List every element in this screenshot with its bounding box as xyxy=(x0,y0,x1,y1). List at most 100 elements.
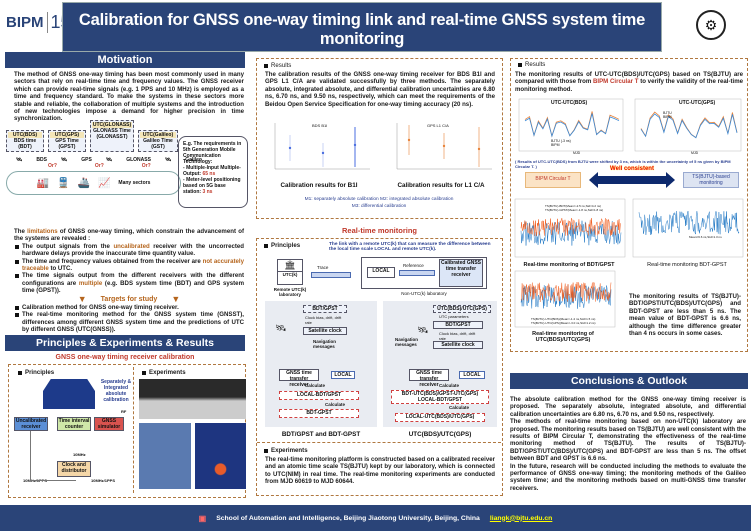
legend-item: TS(BJTU)-UTC(GPS)(Mean=-3.0 ns,Std=1.2 n… xyxy=(531,320,596,325)
system-bds: UTC(BDS)BDS time (BDT) xyxy=(6,130,44,152)
legend: BDS B1I xyxy=(312,123,328,128)
gnss-simulator-box: GNSS simulator xyxy=(94,417,124,431)
x-axis-label: MJD xyxy=(573,151,581,155)
motivation-intro: The method of GNSS one-way timing has be… xyxy=(14,71,244,123)
double-arrow-icon xyxy=(589,172,675,188)
legend-item: TS(BJTU)-BDT(Mean=-2.5 ns,Std=4.2 ns) xyxy=(545,204,602,208)
time-label: GPS Time (GPST) xyxy=(55,138,79,150)
utc-label: UTC(GPS) xyxy=(50,132,84,138)
many-sectors-label: Many sectors xyxy=(118,180,151,186)
satellite-icon: 🛰 xyxy=(164,157,172,163)
callout-value: 3 ns xyxy=(202,189,213,195)
point xyxy=(353,143,357,147)
diagram-box: LOCAL-BDT/GPST xyxy=(279,391,359,400)
system-glonass: UTC(GLONASS)GLONASS Time (GLONASST) xyxy=(90,120,134,152)
realtime-box: Principles The link with a remote UTC(k)… xyxy=(256,238,503,496)
tsbjtu-monitoring-box: TS(BJTU)-based monitoring xyxy=(683,172,739,188)
utc-label: UTC(GLONASS) xyxy=(92,122,132,128)
diagram-caption: UTC(BDS)/UTC(GPS) xyxy=(408,431,472,438)
diagram-box: UTC(BDS)/UTC(GPS) xyxy=(433,305,491,313)
targets-label: Targets for study xyxy=(100,295,158,303)
arrow-down-icon: ▼ xyxy=(77,293,87,304)
sectors-cloud: 🏭🚆🚢📈 Many sectors xyxy=(6,171,181,195)
trace-label: Trace xyxy=(317,265,329,270)
ship-icon: 🚢 xyxy=(77,177,90,189)
remote-lab-label: Remote UTC(k) laboratory xyxy=(273,287,307,297)
monitoring-summary: The monitoring results of TS(BJTU)-BDT/G… xyxy=(629,293,741,338)
calibrated-receiver-box: Calibrated GNSS time transfer receiver xyxy=(439,259,483,287)
text: The time and frequency values obtained f… xyxy=(22,257,203,265)
legend-item: TS(BJTU)-GPST(Mean=-1.8 ns,Std=1.8 ns) xyxy=(545,207,604,212)
chart-title: UTC-UTC(GPS) xyxy=(679,100,716,106)
utck-label: UTC(k) xyxy=(278,271,302,277)
chamber-photo xyxy=(139,423,191,489)
chart-title: UTC-UTC(BDS) xyxy=(551,100,588,106)
callout-item: Meter-level positioning based on 5G base… xyxy=(183,177,241,195)
point xyxy=(442,144,446,148)
diagram-label: Navigation messages xyxy=(395,337,419,347)
motivation-heading: Motivation xyxy=(5,52,245,68)
shift-note: ( Results of UTC-UTC(BDS) from BJTU were… xyxy=(515,159,731,169)
local-box: LOCAL xyxy=(367,267,395,278)
text: The xyxy=(14,228,28,235)
diagram-label: Navigation messages xyxy=(313,339,337,349)
reference-label: Reference xyxy=(403,263,424,268)
satellite-icon: 🛰 xyxy=(275,323,287,333)
sat-label: GPS xyxy=(81,157,92,163)
nonutc-lab-box xyxy=(361,257,487,289)
chart-icon: 📈 xyxy=(97,177,111,189)
point xyxy=(407,138,411,142)
legend: GPS L1 C/A xyxy=(427,123,449,128)
email-link[interactable]: liangk@bjtu.edu.cn xyxy=(489,514,553,522)
text: The time signals output from the differe… xyxy=(22,272,244,287)
signal-label: RF xyxy=(121,409,127,414)
sat-label: BDS xyxy=(36,157,47,163)
satellite-icon: 🛰 xyxy=(417,325,429,335)
diagram-box: LOCAL xyxy=(331,371,355,379)
experiments-label: Experiments xyxy=(263,447,308,454)
chart-legend: BJTU (-3 ns)BIPM xyxy=(551,139,571,147)
calibration-results-text: The calibration results of the GNSS one-… xyxy=(265,71,495,108)
chart-caption: Real-time monitoring of UTC(BDS)/UTC(GPS… xyxy=(532,331,594,343)
diagram-box: GNSS time transfer receiver xyxy=(279,369,319,388)
satellite-icon: 🛰 xyxy=(16,157,23,163)
system-gps: UTC(GPS)GPS Time (GPST) xyxy=(48,130,86,152)
diagram-box: GNSS time transfer receiver xyxy=(409,369,449,388)
diagram-box: Satellite clock xyxy=(303,327,347,335)
calibration-chart-l1ca xyxy=(396,123,492,170)
reference-arrow-icon xyxy=(399,270,435,276)
diagram-box: BDT-GPST xyxy=(279,409,359,418)
trace-arrow-icon xyxy=(311,272,351,278)
legend-item: BIPM xyxy=(551,143,560,147)
method-label: Separately & Integrated absolute calibra… xyxy=(100,379,132,403)
calculate-label: Calculate xyxy=(439,383,460,388)
bdt-gpst-diagram: BDT/GPST Clock bias, drift, drift rate S… xyxy=(265,301,377,427)
principles-label: Principles xyxy=(17,369,54,376)
experiments-text: The real-time monitoring platform is con… xyxy=(265,456,495,486)
series-bdt-gpst xyxy=(638,210,740,236)
anechoic-chamber-icon xyxy=(43,379,95,409)
sat-label: GLONASS xyxy=(126,157,151,163)
divider xyxy=(257,442,501,443)
method-legend: M3: differential calibration xyxy=(351,204,407,209)
uncalibrated-receiver-box: Uncalibrated receiver xyxy=(14,417,48,431)
time-label: BDS time (BDT) xyxy=(13,138,37,150)
nonutc-lab-label: Non-UTC(k) laboratory xyxy=(401,291,447,296)
results-label: Results xyxy=(517,61,545,68)
logo-text: BIPM xyxy=(6,14,44,31)
x-axis-label: MJD xyxy=(691,151,699,155)
series-bjtu xyxy=(524,113,620,138)
diagram-box: BDT/GPST xyxy=(303,305,347,313)
text-highlight: BIPM Circular T xyxy=(593,78,639,86)
point xyxy=(288,146,292,150)
gnss-systems-diagram: UTC(BDS)BDS time (BDT) UTC(GPS)GPS Time … xyxy=(6,120,202,205)
divider xyxy=(133,367,134,493)
calibration-subtitle: GNSS one-way timing receiver calibration xyxy=(55,354,195,361)
bdt-minus-gpst-chart xyxy=(632,198,744,258)
university-seal-icon: ⚙ xyxy=(696,10,726,40)
utc-label: UTC(Galileo) xyxy=(140,132,176,138)
chart-caption: Calibration results for L1 C/A xyxy=(397,182,485,189)
text-highlight: uncalibrated xyxy=(113,242,150,250)
text-highlight: multiple xyxy=(78,279,103,287)
series-gpst xyxy=(520,217,622,236)
